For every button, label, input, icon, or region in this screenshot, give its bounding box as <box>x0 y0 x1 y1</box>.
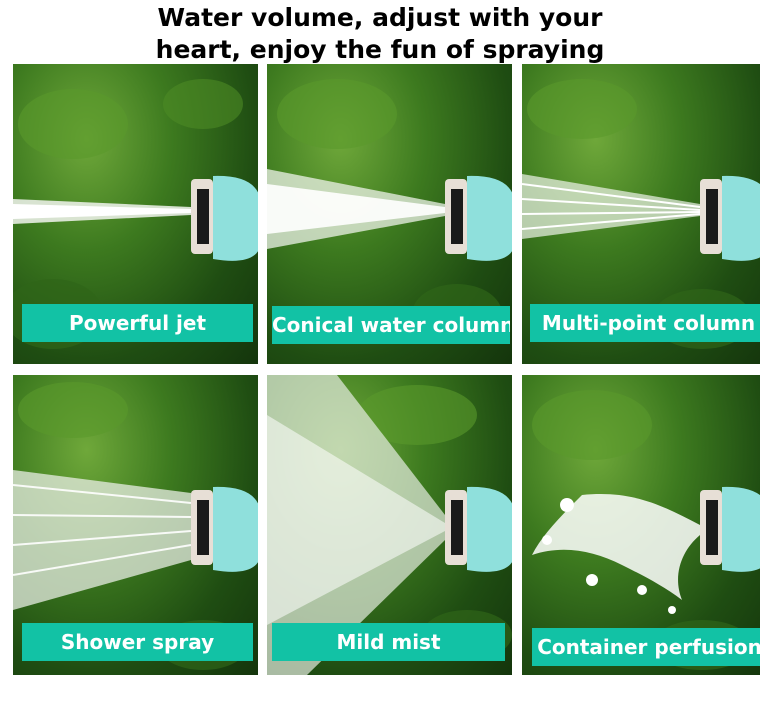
mode-label: Mild mist <box>272 623 505 661</box>
tile-mild-mist: Mild mist <box>267 375 512 675</box>
tile-shower-spray: Shower spray <box>13 375 258 675</box>
title-line-1: Water volume, adjust with your <box>157 3 603 32</box>
mode-label: Powerful jet <box>22 304 253 342</box>
tile-multi-point-column: Multi-point column <box>522 64 760 364</box>
spray-scene-conical <box>267 79 512 344</box>
spray-scene-mist <box>267 375 512 675</box>
title-line-2: heart, enjoy the fun of spraying <box>155 35 605 64</box>
mode-label: Container perfusion <box>532 628 760 666</box>
mode-label: Shower spray <box>22 623 253 661</box>
mode-label: Conical water column <box>272 306 510 344</box>
page-title: Water volume, adjust with your heart, en… <box>0 2 760 66</box>
tile-powerful-jet: Powerful jet <box>13 64 258 364</box>
spray-scene-perfusion <box>532 390 760 670</box>
mode-label: Multi-point column <box>530 304 760 342</box>
tile-container-perfusion: Container perfusion <box>522 375 760 675</box>
tile-conical-water-column: Conical water column <box>267 64 512 364</box>
